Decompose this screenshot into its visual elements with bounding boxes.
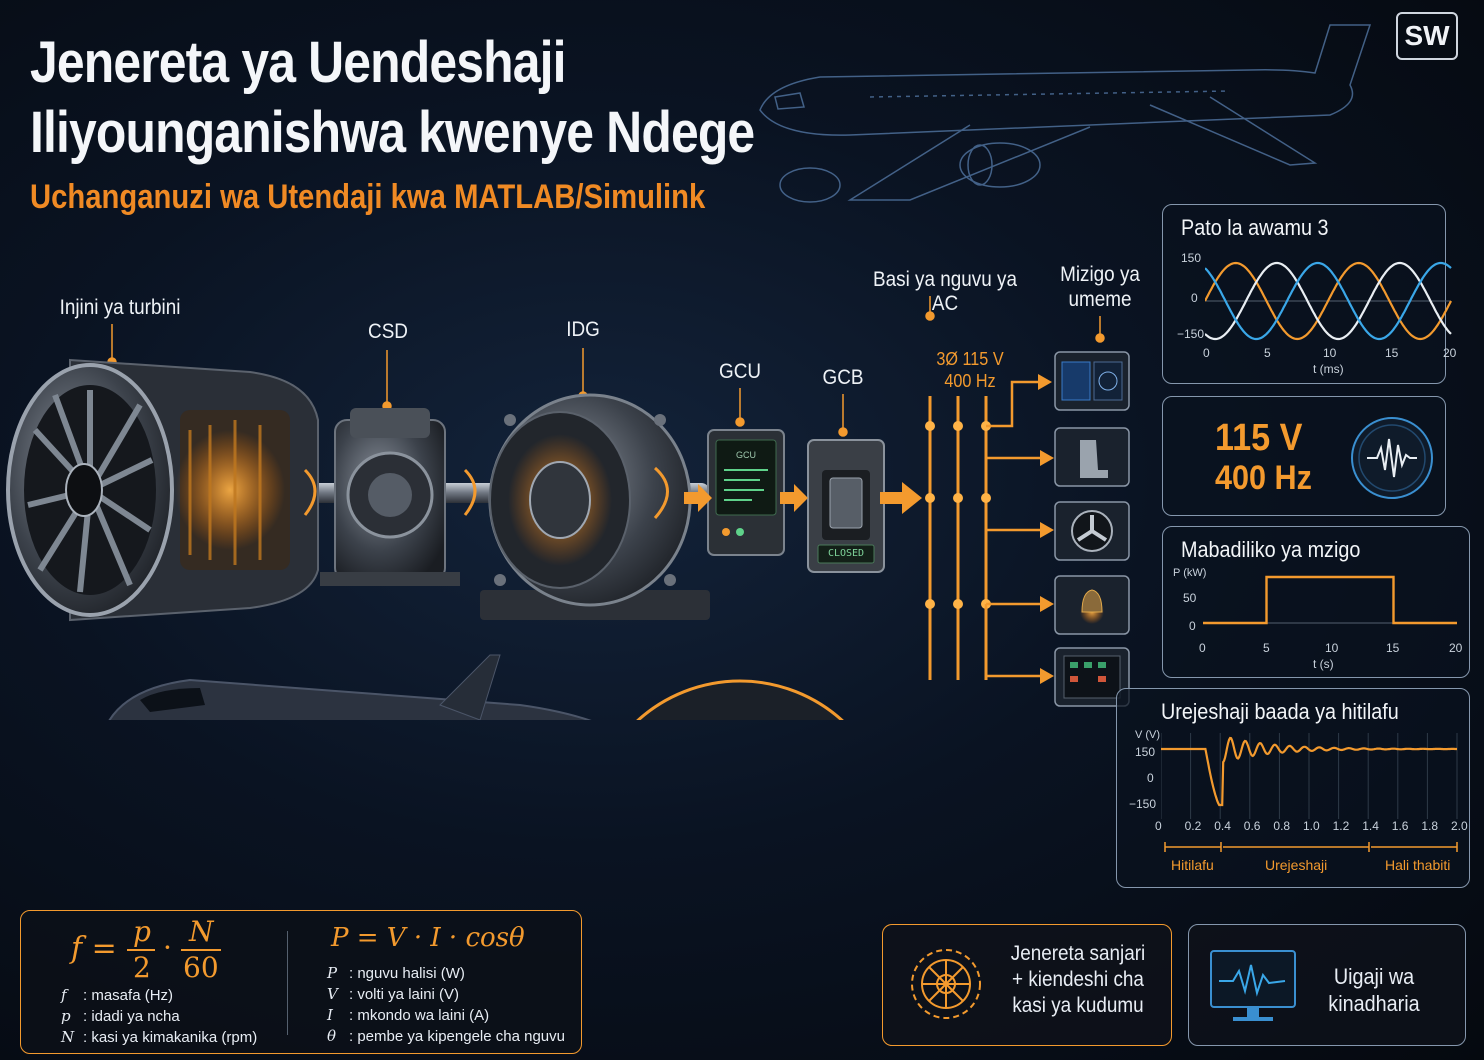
fault-x-tick: 0 [1155, 819, 1162, 833]
label-gcu: GCU [718, 360, 761, 383]
three-phase-chart [1205, 261, 1452, 341]
phase-recovery-label: Urejeshaji [1265, 857, 1328, 873]
gcb-illustration [807, 439, 885, 573]
power-formula: P = V · I · cosθ [331, 923, 525, 953]
phase-b-wave [1205, 261, 1452, 341]
bus-spec-label: 3Ø 115 V 400 Hz [936, 349, 1004, 391]
voltage-series [1161, 736, 1457, 807]
label-gcb: GCB [822, 366, 864, 389]
fault-x-tick: 0.4 [1214, 819, 1231, 833]
turbine-engine-illustration [6, 358, 319, 622]
voltage-readout-panel: 115 V 400 Hz [1162, 396, 1446, 516]
voltage-value: 115 V [1215, 417, 1303, 459]
fan-icon [1071, 510, 1113, 552]
fault-recovery-panel: Urejeshaji baada ya hitilafu V (V) 150 0… [1116, 688, 1470, 888]
power-legend: P: nguvu halisi (W) V: volti ya laini (V… [327, 964, 565, 1045]
phase-steady-label: Hali thabiti [1385, 857, 1451, 873]
waveform-icon [1351, 417, 1433, 499]
synchronous-generator-card[interactable]: Jenereta sanjari + kiendeshi cha kasi ya… [882, 924, 1172, 1046]
fault-x-ticks: 0 0.2 0.4 0.6 0.8 1.0 1.2 1.4 1.6 1.8 2.0 [1117, 819, 1469, 835]
fault-x-tick: 1.6 [1391, 819, 1409, 833]
language-badge[interactable]: SW [1396, 12, 1458, 60]
wireframe-airplane-illustration [759, 24, 1372, 203]
load-change-panel: Mabadiliko ya mzigo P (kW) 50 0 0 5 10 1… [1162, 526, 1470, 678]
page-title: Jenereta ya Uendeshaji Iliyounganishwa k… [30, 30, 755, 165]
label-electrical-loads: Mizigo ya umeme [1060, 263, 1140, 311]
label-idg: IDG [566, 318, 600, 341]
gcu-illustration: GCU [707, 429, 785, 556]
fault-x-tick: 1.0 [1303, 819, 1320, 833]
fault-x-tick: 1.8 [1421, 819, 1439, 833]
fault-x-tick: 1.2 [1332, 819, 1350, 833]
label-csd: CSD [368, 320, 408, 343]
idg-illustration [480, 393, 710, 620]
fault-x-tick: 2.0 [1451, 819, 1468, 833]
label-ac-bus: Basi ya nguvu ya AC [873, 268, 1017, 315]
zoom-circle-illustration [636, 679, 844, 720]
seat-icon [1080, 440, 1108, 478]
load-series [1203, 575, 1457, 625]
generator-chain-diagram: GCU [6, 296, 1130, 720]
frequency-value: 400 Hz [1215, 459, 1312, 497]
frequency-legend: f: masafa (Hz) p: idadi ya ncha N: kasi … [61, 986, 258, 1046]
gear-icon [911, 949, 981, 1019]
svg-text:GCU: GCU [736, 450, 756, 460]
fault-x-tick: 0.6 [1243, 819, 1261, 833]
fault-x-tick: 1.4 [1362, 819, 1379, 833]
airplane-illustration [108, 654, 592, 720]
page-subtitle: Uchanganuzi wa Utendaji kwa MATLAB/Simul… [30, 178, 706, 216]
csd-illustration [320, 408, 460, 586]
theoretical-modelling-card[interactable]: Uigaji wa kinadharia [1188, 924, 1466, 1046]
fault-x-tick: 0.2 [1184, 819, 1202, 833]
gcb-state-label: CLOSED [827, 548, 865, 559]
label-turbine-engine: Injini ya turbini [59, 296, 181, 319]
load-change-chart [1203, 575, 1457, 625]
formula-panel: f = p 2 · N 60 f: masafa (Hz) p: idadi y… [20, 910, 582, 1054]
phase-fault-label: Hitilafu [1171, 857, 1214, 873]
phase-c-wave [1205, 261, 1452, 341]
cabin-light-icon [1080, 589, 1104, 624]
galley-panel-icon [1063, 655, 1121, 699]
three-phase-output-panel: Pato la awamu 3 150 0 −150 0 5 10 15 20 … [1162, 204, 1456, 384]
monitor-waveform-icon [1210, 950, 1296, 1021]
phase-a-wave [1205, 261, 1452, 341]
cockpit-display-icon [1061, 361, 1123, 401]
fault-recovery-chart [1161, 733, 1458, 819]
fault-x-tick: 0.8 [1273, 819, 1291, 833]
phase-brackets [1164, 842, 1458, 852]
